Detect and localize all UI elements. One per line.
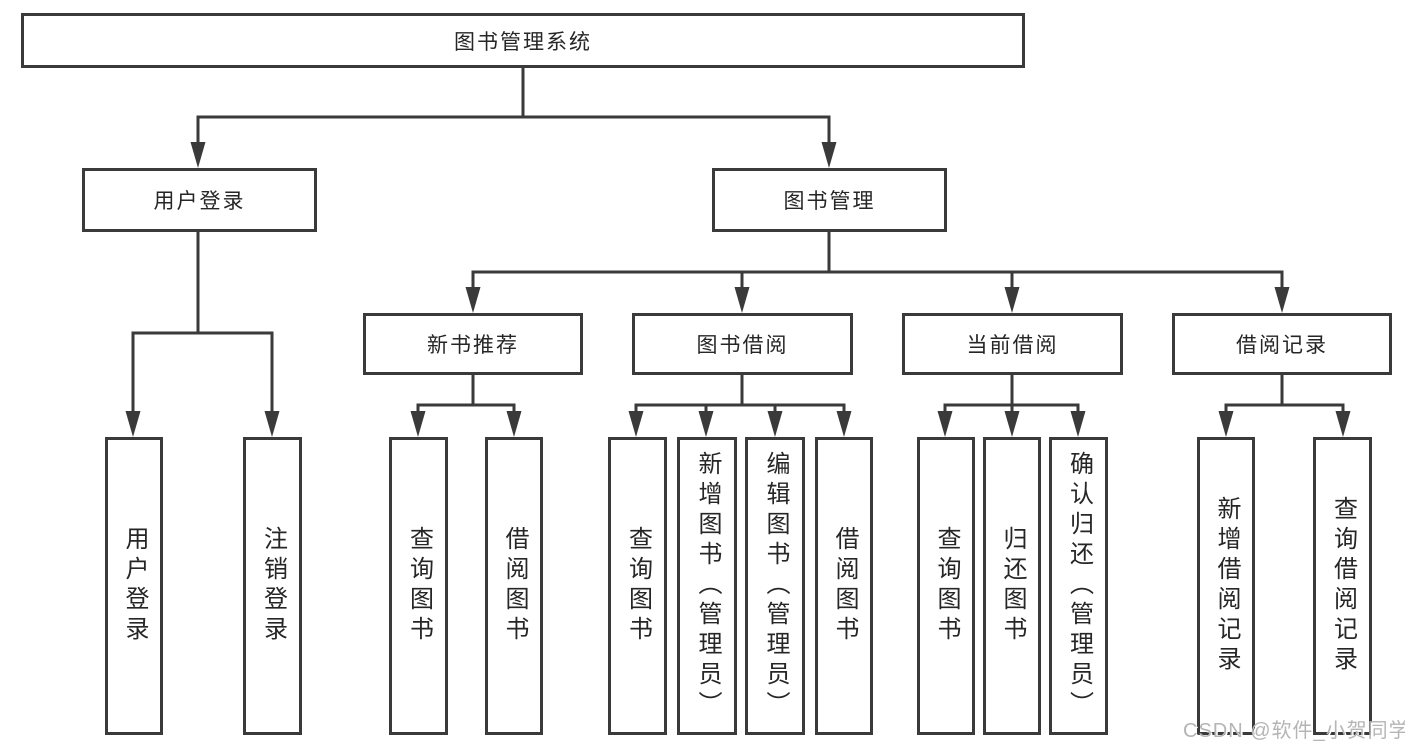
- leaf-borrow-books-recommend: 借阅图书: [485, 437, 543, 735]
- leaf-query-borrow-record: 查询借阅记录: [1313, 437, 1372, 735]
- csdn-watermark: CSDN @软件_小贺同学: [1183, 720, 1405, 742]
- leaf-borrow-books: 借阅图书: [815, 437, 873, 735]
- leaf-query-books-current: 查询图书: [917, 437, 975, 735]
- node-book-management: 图书管理: [712, 168, 947, 232]
- leaf-query-books-recommend: 查询图书: [389, 437, 448, 735]
- node-book-borrowing: 图书借阅: [632, 313, 853, 375]
- leaf-add-books-admin: 新增图书（管理员）: [677, 437, 737, 735]
- node-borrowing-records: 借阅记录: [1172, 313, 1392, 375]
- arrowheads: [125, 142, 1351, 437]
- node-user-login: 用户登录: [82, 168, 317, 232]
- leaf-user-login: 用户登录: [105, 437, 163, 735]
- leaf-add-borrow-record: 新增借阅记录: [1197, 437, 1255, 735]
- leaf-logout: 注销登录: [243, 437, 302, 735]
- node-new-book-recommendation: 新书推荐: [363, 313, 583, 375]
- leaf-confirm-return-admin: 确认归还（管理员）: [1049, 437, 1108, 735]
- leaf-edit-books-admin: 编辑图书（管理员）: [745, 437, 805, 735]
- leaf-query-books-borrowing: 查询图书: [608, 437, 667, 735]
- node-current-borrowing: 当前借阅: [902, 313, 1123, 375]
- node-library-management-system: 图书管理系统: [21, 13, 1025, 68]
- leaf-return-books: 归还图书: [983, 437, 1041, 735]
